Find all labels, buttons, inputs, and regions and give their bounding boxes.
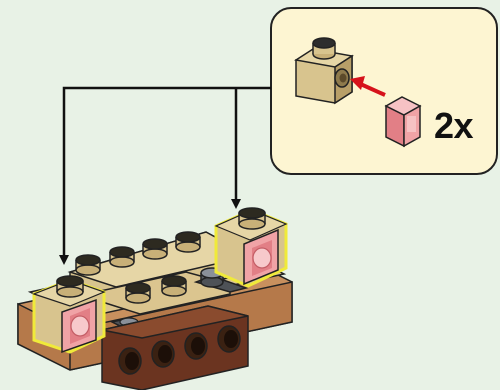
side-studs: [118, 325, 241, 375]
arrow-to-left-position: [59, 86, 271, 265]
front-tan-studs: [125, 275, 187, 304]
top-studs: [75, 231, 201, 276]
headlight-brick-icon: [293, 37, 355, 105]
trans-red-tile-icon: [384, 96, 422, 148]
right-added-part-highlight: [214, 207, 288, 288]
quantity-label: 2x: [434, 105, 474, 146]
brown-side-brick: [101, 305, 249, 390]
left-trans-red-tile: [61, 298, 97, 354]
right-trans-red-tile: [243, 228, 279, 286]
left-added-part-highlight: [32, 275, 106, 354]
connector-arrows: [59, 86, 271, 265]
insert-arrow-icon: [350, 76, 386, 97]
main-model: [17, 207, 293, 390]
